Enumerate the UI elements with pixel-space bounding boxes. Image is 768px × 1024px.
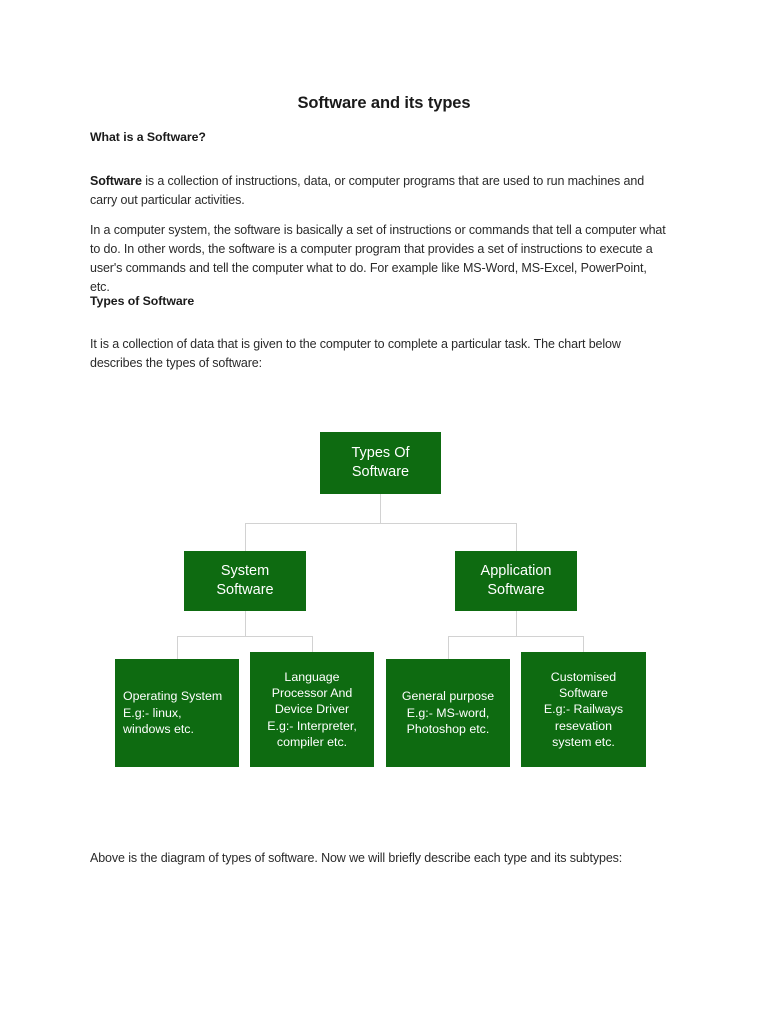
node-application-line-1: Application — [480, 562, 552, 579]
connector-to-system — [245, 523, 246, 551]
node-customised-line-1: Customised — [550, 669, 617, 684]
node-operating-system-line-1: Operating System — [123, 689, 223, 704]
node-customised-line-3: E.g:- Railways — [543, 702, 624, 717]
node-language-processor-line-2: Processor And — [271, 685, 353, 700]
node-general-purpose-line-3: Photoshop etc. — [406, 722, 490, 737]
node-customised-line-4: resevation — [554, 718, 613, 733]
node-application-line-2: Software — [487, 582, 545, 598]
paragraph-definition-rest: is a collection of instructions, data, o… — [90, 173, 645, 207]
node-general-purpose-line-1: General purpose — [401, 689, 495, 704]
diagram-node-operating-system: Operating System E.g:- linux, windows et… — [115, 659, 239, 767]
node-customised-line-5: system etc. — [552, 735, 615, 750]
connector-system-stem — [245, 611, 246, 636]
diagram-node-general-purpose: General purpose E.g:- MS-word, Photoshop… — [386, 659, 510, 767]
connector-to-general-purpose — [448, 636, 449, 659]
paragraph-chart-intro: It is a collection of data that is given… — [90, 336, 621, 370]
paragraph-definition: Software is a collection of instructions… — [90, 172, 668, 210]
node-operating-system-line-2: E.g:- linux, — [123, 705, 182, 720]
paragraph-explanation: In a computer system, the software is ba… — [90, 222, 666, 295]
heading-types-of-software: Types of Software — [90, 294, 195, 308]
node-language-processor-line-5: compiler etc. — [276, 735, 348, 750]
node-language-processor-line-4: E.g:- Interpreter, — [267, 718, 357, 733]
connector-level2-bar — [245, 523, 516, 524]
node-root-line-2: Software — [351, 464, 410, 480]
node-root-line-1: Types Of — [351, 444, 410, 461]
diagram-node-customised-software: Customised Software E.g:- Railways resev… — [521, 652, 646, 767]
diagram-node-system-software: System Software — [184, 551, 306, 611]
connector-application-stem — [516, 611, 517, 636]
node-system-line-2: Software — [216, 582, 274, 598]
diagram-node-application-software: Application Software — [455, 551, 577, 611]
connector-to-application — [516, 523, 517, 551]
node-customised-line-2: Software — [559, 685, 608, 700]
connector-to-customised — [583, 636, 584, 652]
connector-to-language-processor — [312, 636, 313, 652]
node-language-processor-line-1: Language — [284, 669, 340, 684]
heading-what-is-a-software: What is a Software? — [90, 130, 206, 144]
paragraph-diagram-caption: Above is the diagram of types of softwar… — [90, 850, 623, 865]
connector-to-operating-system — [177, 636, 178, 659]
connector-system-bar — [177, 636, 313, 637]
connector-application-bar — [448, 636, 584, 637]
diagram-node-language-processor: Language Processor And Device Driver E.g… — [250, 652, 374, 767]
node-general-purpose-line-2: E.g:- MS-word, — [406, 705, 490, 720]
page-title: Software and its types — [297, 94, 471, 112]
node-system-line-1: System — [220, 562, 270, 579]
diagram-node-root: Types Of Software — [320, 432, 441, 494]
node-operating-system-line-3: windows etc. — [123, 722, 194, 737]
connector-root-stem — [380, 494, 381, 523]
paragraph-lead-term: Software — [90, 173, 142, 188]
node-language-processor-line-3: Device Driver — [274, 702, 350, 717]
